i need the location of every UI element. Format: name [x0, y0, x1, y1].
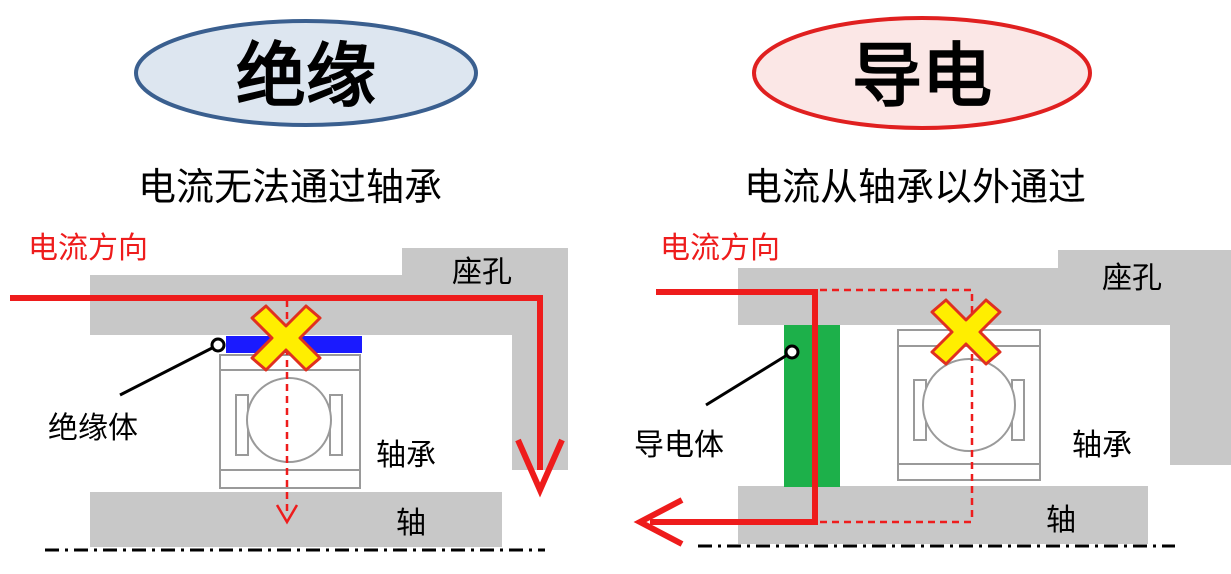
blocked-cross-icon: [250, 304, 322, 372]
conduction-panel: 导电 电流从轴承以外通过 电流方向 座孔 轴 轴承: [610, 0, 1231, 574]
title-ellipse: [752, 16, 1092, 130]
housing: [738, 250, 1231, 465]
alternate-current-path: [820, 288, 974, 522]
shaft-label: 轴: [1046, 503, 1076, 538]
insulator-leader: [119, 343, 219, 397]
conduction-diagram: 导电 电流从轴承以外通过 电流方向 座孔 轴 轴承: [633, 16, 1231, 548]
title: 导电: [852, 35, 992, 117]
insulator-leader-dot: [210, 337, 226, 353]
shaft: [90, 492, 502, 547]
insulation-panel: 绝缘 电流无法通过轴承 电流方向 座孔 轴 轴承: [0, 0, 610, 574]
shaft: [738, 486, 1148, 544]
bearing-label: 轴承: [376, 438, 436, 473]
insulation-diagram: 绝缘 电流无法通过轴承 电流方向 座孔 轴 轴承: [10, 19, 568, 552]
subtitle: 电流无法通过轴承: [138, 165, 442, 209]
subtitle: 电流从轴承以外通过: [744, 165, 1086, 209]
conductor-leader: [705, 350, 793, 407]
title: 绝缘: [236, 35, 376, 117]
blocked-current-arrowhead: [275, 504, 299, 525]
current-path: [650, 289, 818, 525]
conductor-label: 导电体: [634, 428, 724, 463]
insulator-label: 绝缘体: [48, 411, 138, 446]
housing-label: 座孔: [1102, 261, 1162, 296]
conductor-leader-dot: [784, 344, 800, 360]
bearing-label: 轴承: [1072, 428, 1132, 463]
title-ellipse: [134, 19, 478, 127]
current-arrowhead: [515, 438, 565, 498]
shaft-label: 轴: [396, 506, 426, 541]
bearing: [897, 329, 1041, 481]
current-arrowhead: [633, 497, 684, 547]
bearing: [219, 354, 361, 489]
current-direction-label: 电流方向: [660, 231, 780, 266]
housing-label: 座孔: [452, 255, 512, 290]
blocked-cross-icon: [930, 298, 1002, 366]
housing: [90, 248, 568, 470]
current-path: [10, 295, 543, 470]
current-direction-label: 电流方向: [28, 231, 148, 266]
